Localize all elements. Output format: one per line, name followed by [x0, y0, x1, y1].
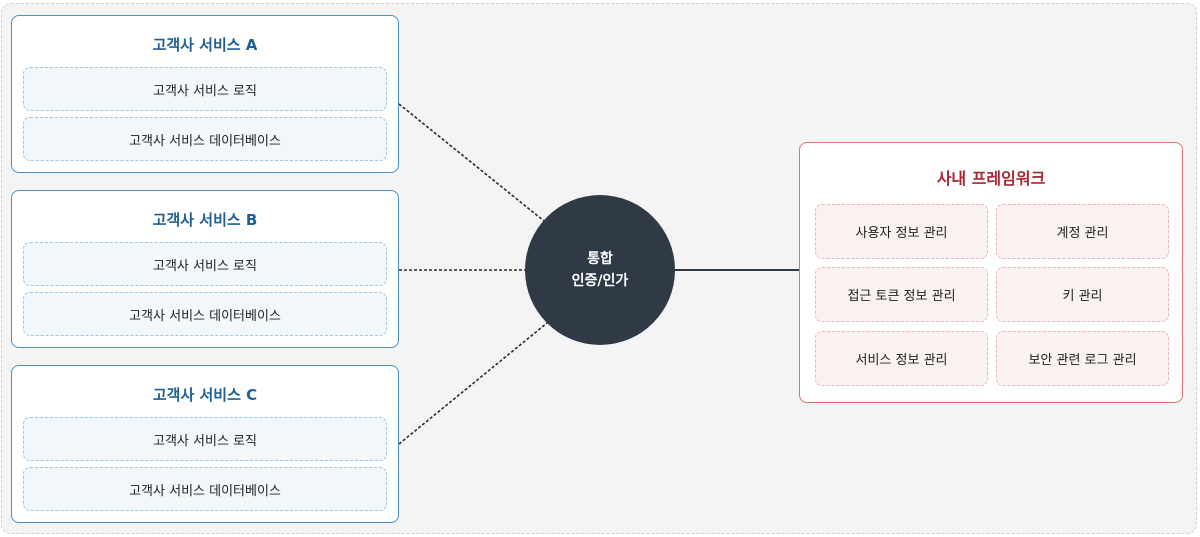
framework-item-access-token: 접근 토큰 정보 관리	[815, 267, 988, 322]
service-database-box: 고객사 서비스 데이터베이스	[23, 292, 387, 336]
internal-framework-card: 사내 프레임워크 사용자 정보 관리 계정 관리 접근 토큰 정보 관리 키 관…	[799, 142, 1183, 403]
service-title: 고객사 서비스 B	[152, 211, 258, 229]
framework-title: 사내 프레임워크	[936, 169, 1046, 188]
service-title: 고객사 서비스 A	[152, 36, 258, 54]
framework-item-service-info: 서비스 정보 관리	[815, 331, 988, 386]
customer-service-a-card: 고객사 서비스 A 고객사 서비스 로직 고객사 서비스 데이터베이스	[11, 15, 399, 173]
connector-service-c	[398, 322, 548, 445]
framework-item-security-log: 보안 관련 로그 관리	[996, 331, 1169, 386]
customer-service-b-card: 고객사 서비스 B 고객사 서비스 로직 고객사 서비스 데이터베이스	[11, 190, 399, 348]
connector-service-a	[398, 103, 545, 222]
framework-item-account: 계정 관리	[996, 204, 1169, 259]
integrated-auth-hub: 통합 인증/인가	[525, 195, 675, 345]
service-logic-box: 고객사 서비스 로직	[23, 67, 387, 111]
service-logic-box: 고객사 서비스 로직	[23, 242, 387, 286]
service-database-box: 고객사 서비스 데이터베이스	[23, 117, 387, 161]
service-title: 고객사 서비스 C	[152, 386, 258, 404]
hub-label-line1: 통합	[587, 251, 613, 267]
service-database-box: 고객사 서비스 데이터베이스	[23, 467, 387, 511]
framework-item-key: 키 관리	[996, 267, 1169, 322]
service-logic-box: 고객사 서비스 로직	[23, 417, 387, 461]
framework-item-user-info: 사용자 정보 관리	[815, 204, 988, 259]
hub-label-line2: 인증/인가	[571, 273, 629, 289]
customer-service-c-card: 고객사 서비스 C 고객사 서비스 로직 고객사 서비스 데이터베이스	[11, 365, 399, 523]
